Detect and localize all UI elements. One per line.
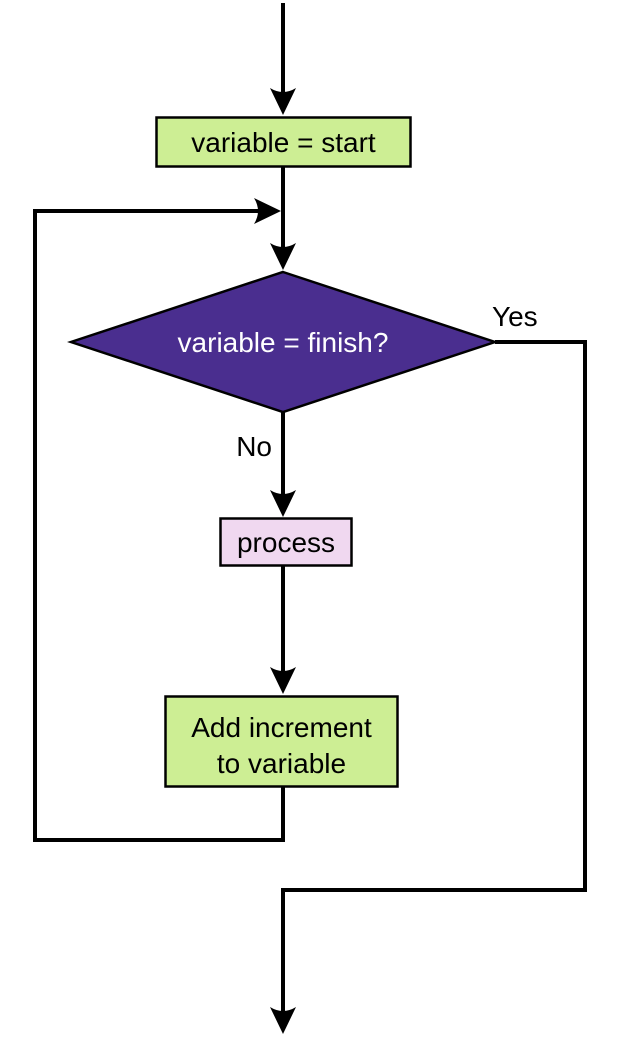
node-decision-label: variable = finish? bbox=[178, 327, 389, 358]
node-process bbox=[219, 517, 353, 567]
node-increment-label-line2: to variable bbox=[217, 748, 346, 779]
arrowhead-entry-down-icon bbox=[270, 88, 296, 115]
node-increment bbox=[164, 695, 399, 788]
node-process-label: process bbox=[237, 527, 335, 558]
arrowhead-into-decision-down-icon bbox=[270, 243, 296, 270]
arrowhead-into-process-down-icon bbox=[270, 490, 296, 517]
arrowhead-loop-junction-right-icon bbox=[254, 198, 281, 224]
arrowhead-exit-down-icon bbox=[270, 1007, 296, 1034]
edge-loop-back bbox=[33, 209, 285, 842]
edge-label-no: No bbox=[236, 431, 272, 462]
edge-label-yes: Yes bbox=[492, 301, 538, 332]
edge-yes-exit bbox=[281, 340, 587, 1020]
node-increment-label-line1: Add increment bbox=[191, 712, 372, 743]
node-start-label: variable = start bbox=[191, 127, 376, 158]
arrowhead-into-increment-down-icon bbox=[270, 667, 296, 694]
